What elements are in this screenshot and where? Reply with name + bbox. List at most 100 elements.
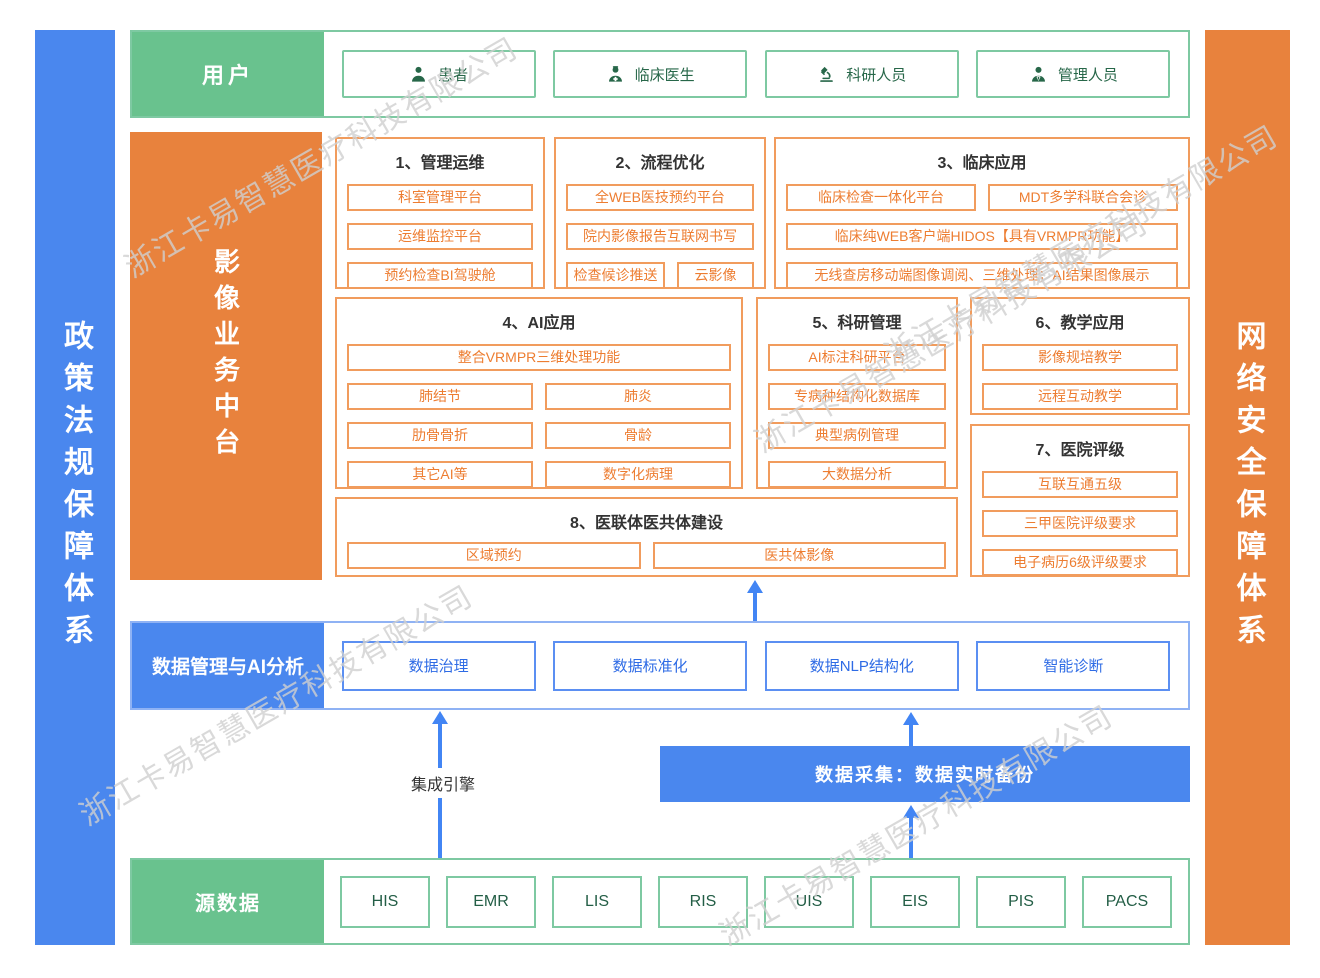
- source-system-box: RIS: [658, 875, 748, 928]
- patient-icon: [409, 65, 428, 84]
- section-title: 5、科研管理: [812, 315, 902, 332]
- flow-arrow-collection-to-mgmt: [903, 712, 919, 746]
- platform-item: 检查候诊推送: [566, 262, 665, 289]
- platform-item: AI标注科研平台: [768, 344, 946, 371]
- imaging-platform-label-text: 影像业务中台: [210, 248, 241, 464]
- source-data-content: HIS EMR LIS RIS UIS EIS PIS PACS: [324, 860, 1188, 943]
- arrow-head: [903, 712, 919, 725]
- user-box-manager: 管理人员: [976, 50, 1171, 98]
- item-row: 检查候诊推送 云影像: [566, 262, 754, 289]
- arrow-shaft: [909, 818, 913, 858]
- user-box-researcher: 科研人员: [764, 50, 959, 98]
- platform-item: 肺炎: [545, 383, 731, 410]
- source-system-box: EMR: [446, 875, 536, 928]
- platform-item: 临床检查一体化平台: [786, 184, 976, 211]
- user-box-label: 管理人员: [1057, 66, 1118, 84]
- platform-item: 电子病历6级评级要求: [982, 549, 1178, 576]
- platform-item: 医共体影像: [652, 542, 946, 569]
- source-data-section: 源数据 HIS EMR LIS RIS UIS EIS PIS PACS: [130, 858, 1190, 945]
- platform-item: 三甲医院评级要求: [982, 510, 1178, 537]
- platform-item: 影像规培教学: [982, 344, 1178, 371]
- source-system-box: LIS: [552, 875, 642, 928]
- users-section: 用户 患者 临床医生 科研人员: [130, 30, 1190, 118]
- section-title: 7、医院评级: [1035, 442, 1125, 459]
- source-system-box: HIS: [340, 875, 430, 928]
- platform-item: 预约检查BI驾驶舱: [347, 262, 533, 289]
- platform-item: 无线查房移动端图像调阅、三维处理；AI结果图像展示: [786, 262, 1178, 289]
- flow-arrow-source-to-collection: [903, 805, 919, 858]
- user-box-patient: 患者: [341, 50, 536, 98]
- section-title: 1、管理运维: [395, 155, 485, 172]
- platform-item: 其它AI等: [347, 461, 533, 488]
- network-security-pillar: 网络安全保障体系: [1205, 30, 1290, 945]
- imaging-platform-label: 影像业务中台: [130, 132, 322, 580]
- platform-item: 院内影像报告互联网书写: [566, 223, 754, 250]
- section-title: 2、流程优化: [615, 155, 705, 172]
- platform-item: 肺结节: [347, 383, 533, 410]
- section-title: 3、临床应用: [937, 155, 1027, 172]
- section-title: 6、教学应用: [1035, 315, 1125, 332]
- platform-item: 全WEB医技预约平台: [566, 184, 754, 211]
- user-box-clinician: 临床医生: [553, 50, 748, 98]
- platform-item: 专病种结构化数据库: [768, 383, 946, 410]
- platform-item: 骨龄: [545, 422, 731, 449]
- section-title: 8、医联体医共体建设: [570, 515, 723, 532]
- microscope-icon: [817, 65, 836, 84]
- platform-item: 科室管理平台: [347, 184, 533, 211]
- platform-item: 数字化病理: [545, 461, 731, 488]
- user-box-label: 患者: [438, 66, 469, 84]
- data-mgmt-box: 数据NLP结构化: [764, 640, 959, 691]
- users-section-label: 用户: [132, 32, 324, 116]
- platform-item: 肋骨骨折: [347, 422, 533, 449]
- section-title: 4、AI应用: [502, 315, 576, 332]
- platform-item: 远程互动教学: [982, 383, 1178, 410]
- policy-regulation-pillar: 政策法规保障体系: [35, 30, 115, 945]
- platform-item: 整合VRMPR三维处理功能: [347, 344, 731, 371]
- data-collection-box: 数据采集：数据实时备份: [660, 746, 1190, 802]
- data-management-content: 数据治理 数据标准化 数据NLP结构化 智能诊断: [324, 623, 1188, 708]
- platform-item: 大数据分析: [768, 461, 946, 488]
- platform-item: 临床纯WEB客户端HIDOS【具有VRMPR功能】: [786, 223, 1178, 250]
- policy-regulation-label: 政策法规保障体系: [59, 319, 92, 656]
- user-box-label: 临床医生: [634, 66, 695, 84]
- source-system-box: PACS: [1082, 875, 1172, 928]
- arrow-head: [432, 711, 448, 724]
- section-management-ops: 1、管理运维 科室管理平台 运维监控平台 预约检查BI驾驶舱: [335, 137, 545, 289]
- section-process-optimization: 2、流程优化 全WEB医技预约平台 院内影像报告互联网书写 检查候诊推送 云影像: [554, 137, 766, 289]
- manager-icon: [1029, 65, 1048, 84]
- network-security-label: 网络安全保障体系: [1231, 319, 1265, 656]
- arrow-shaft: [753, 593, 757, 621]
- section-ai-application: 4、AI应用 整合VRMPR三维处理功能 肺结节 肺炎 肋骨骨折 骨龄 其它AI…: [335, 297, 743, 489]
- data-management-label: 数据管理与AI分析: [132, 623, 324, 708]
- platform-item: 运维监控平台: [347, 223, 533, 250]
- source-system-box: UIS: [764, 875, 854, 928]
- item-row: 区域预约 医共体影像: [347, 542, 946, 569]
- flow-arrow-up-to-platform: [747, 580, 763, 621]
- section-research-management: 5、科研管理 AI标注科研平台 专病种结构化数据库 典型病例管理 大数据分析: [756, 297, 958, 489]
- arrow-head: [747, 580, 763, 593]
- users-content: 患者 临床医生 科研人员 管理人员: [324, 32, 1188, 116]
- platform-item: 云影像: [676, 262, 754, 289]
- data-mgmt-box: 智能诊断: [976, 640, 1171, 691]
- platform-item: 互联互通五级: [982, 471, 1178, 498]
- section-medical-alliance: 8、医联体医共体建设 区域预约 医共体影像: [335, 497, 958, 577]
- platform-item: 典型病例管理: [768, 422, 946, 449]
- source-system-box: EIS: [870, 875, 960, 928]
- section-hospital-rating: 7、医院评级 互联互通五级 三甲医院评级要求 电子病历6级评级要求: [970, 424, 1190, 577]
- data-management-section: 数据管理与AI分析 数据治理 数据标准化 数据NLP结构化 智能诊断: [130, 621, 1190, 710]
- item-grid: 肺结节 肺炎 肋骨骨折 骨龄 其它AI等 数字化病理: [347, 383, 731, 488]
- arrow-shaft: [909, 725, 913, 746]
- data-mgmt-box: 数据标准化: [553, 640, 748, 691]
- source-system-box: PIS: [976, 875, 1066, 928]
- data-mgmt-box: 数据治理: [341, 640, 536, 691]
- doctor-icon: [606, 65, 625, 84]
- source-data-label: 源数据: [132, 860, 324, 943]
- platform-item: MDT多学科联合会诊: [988, 184, 1178, 211]
- section-teaching-application: 6、教学应用 影像规培教学 远程互动教学: [970, 297, 1190, 415]
- user-box-label: 科研人员: [846, 66, 907, 84]
- arrow-head: [903, 805, 919, 818]
- integration-engine-label: 集成引擎: [393, 768, 493, 798]
- item-row: 临床检查一体化平台 MDT多学科联合会诊: [786, 184, 1178, 211]
- platform-item: 区域预约: [347, 542, 641, 569]
- section-clinical-application: 3、临床应用 临床检查一体化平台 MDT多学科联合会诊 临床纯WEB客户端HID…: [774, 137, 1190, 289]
